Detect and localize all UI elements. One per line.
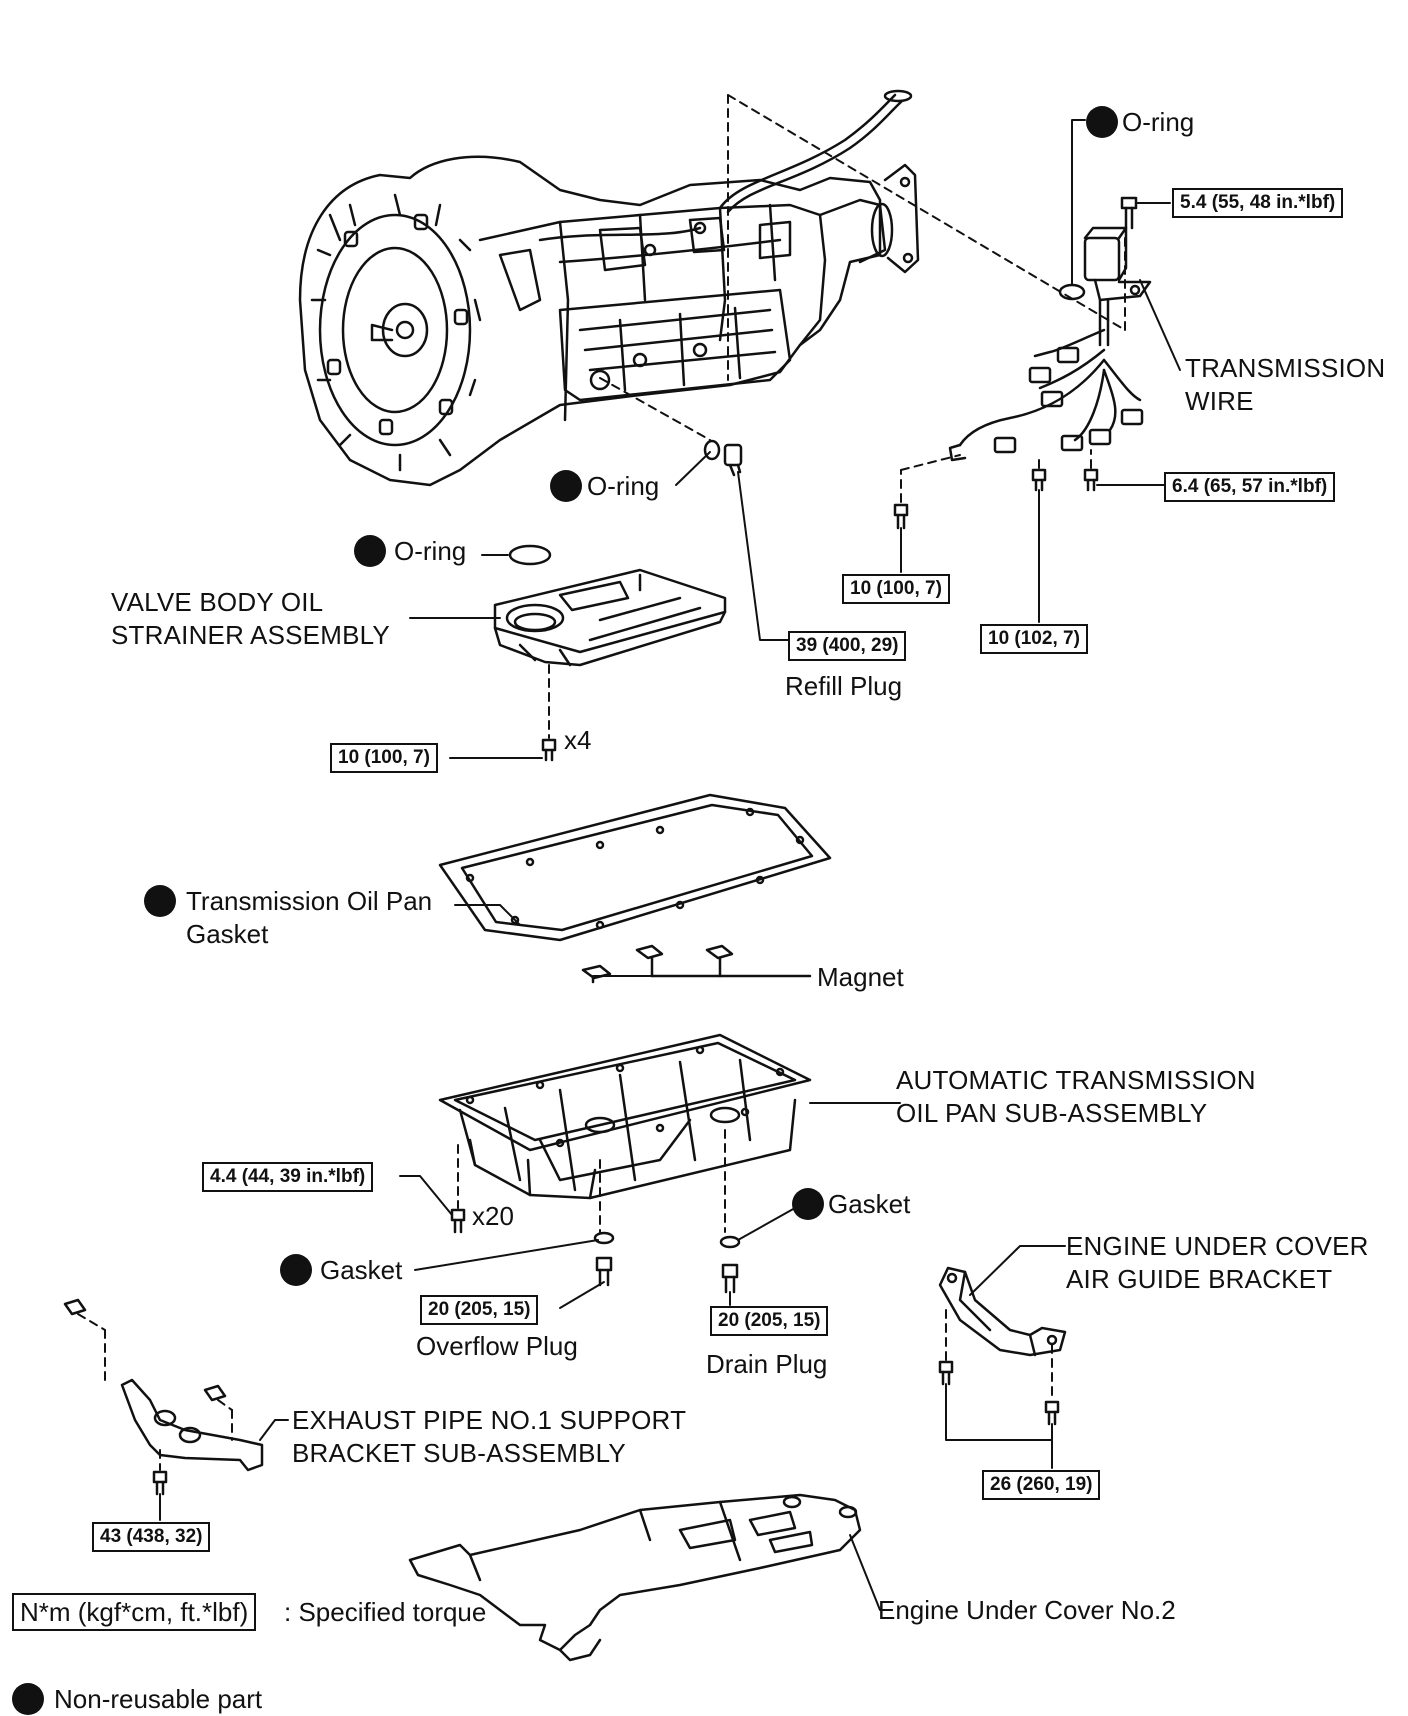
- torque-refill: 39 (400, 29): [788, 631, 907, 661]
- label-overflow-plug: Overflow Plug: [416, 1331, 578, 1361]
- label-oil-pan-2: OIL PAN SUB-ASSEMBLY: [896, 1098, 1208, 1128]
- oil-strainer-drawing: [493, 568, 727, 667]
- exhaust-bracket-drawing: [63, 1298, 264, 1496]
- legend-torque-box: N*m (kgf*cm, ft.*lbf): [12, 1593, 257, 1631]
- oil-pan-fasteners: [450, 1129, 741, 1294]
- legend-torque-text: : Specified torque: [284, 1597, 487, 1627]
- transmission-assembly-drawing: [298, 89, 920, 487]
- torque-exhaust: 43 (438, 32): [92, 1522, 211, 1552]
- label-valve-body-1: VALVE BODY OIL: [111, 587, 324, 617]
- label-oring-strainer: O-ring: [394, 536, 467, 566]
- oil-pan-gasket-drawing: [438, 793, 832, 942]
- legend-nonreusable-mark: [12, 1683, 44, 1715]
- label-under-cover: Engine Under Cover No.2: [878, 1595, 1176, 1625]
- nonreusable-mark-oring-refill: [550, 470, 582, 502]
- torque-pan: 4.4 (44, 39 in.*lbf): [202, 1162, 374, 1192]
- torque-wire-right: 6.4 (65, 57 in.*lbf): [1164, 472, 1336, 502]
- oring-wire-part: [1058, 283, 1086, 301]
- label-valve-body-2: STRAINER ASSEMBLY: [111, 620, 390, 650]
- label-oring-refill: O-ring: [587, 471, 660, 501]
- label-oring-top: O-ring: [1122, 107, 1195, 137]
- torque-strainer: 10 (100, 7): [330, 743, 438, 773]
- engine-under-cover-drawing: [408, 1493, 862, 1662]
- legend-nonreusable-text: Non-reusable part: [54, 1684, 263, 1714]
- torque-wire-top: 5.4 (55, 48 in.*lbf): [1172, 188, 1344, 218]
- label-refill-plug: Refill Plug: [785, 671, 903, 701]
- air-guide-bracket-drawing: [938, 1266, 1067, 1426]
- transmission-wire-drawing: [893, 196, 1152, 530]
- label-transmission-wire-1: TRANSMISSION: [1185, 353, 1386, 383]
- oil-pan-drawing: [438, 1033, 812, 1200]
- label-pan-gasket-2: Gasket: [186, 919, 269, 949]
- label-x20: x20: [472, 1201, 514, 1231]
- assembly-guide-lines: [599, 94, 1126, 441]
- label-air-guide-2: AIR GUIDE BRACKET: [1066, 1264, 1333, 1294]
- label-gasket-drain: Gasket: [828, 1189, 911, 1219]
- nonreusable-mark-oring-strainer: [354, 535, 386, 567]
- nonreusable-mark-pan-gasket: [144, 885, 176, 917]
- label-gasket-overflow: Gasket: [320, 1255, 403, 1285]
- wire-guide-lines: [900, 234, 1126, 503]
- torque-wire-mid: 10 (102, 7): [980, 624, 1088, 654]
- label-magnet: Magnet: [817, 962, 904, 992]
- nonreusable-mark-oring-top: [1086, 106, 1118, 138]
- torque-wire-left: 10 (100, 7): [842, 574, 950, 604]
- refill-plug-drawing: [703, 439, 743, 477]
- nonreusable-mark-gasket-drain: [792, 1188, 824, 1220]
- label-air-guide-1: ENGINE UNDER COVER: [1066, 1231, 1369, 1261]
- label-transmission-wire-2: WIRE: [1185, 386, 1254, 416]
- label-exhaust-1: EXHAUST PIPE NO.1 SUPPORT: [292, 1405, 687, 1435]
- torque-drain: 20 (205, 15): [710, 1306, 829, 1336]
- torque-air-guide: 26 (260, 19): [982, 1470, 1101, 1500]
- oring-strainer-part: [508, 544, 552, 566]
- label-pan-gasket-1: Transmission Oil Pan: [186, 886, 433, 916]
- label-drain-plug: Drain Plug: [706, 1349, 828, 1379]
- label-exhaust-2: BRACKET SUB-ASSEMBLY: [292, 1438, 626, 1468]
- leader-lines: [159, 119, 1181, 1611]
- strainer-bolt: [541, 664, 557, 762]
- label-oil-pan-1: AUTOMATIC TRANSMISSION: [896, 1065, 1256, 1095]
- torque-overflow: 20 (205, 15): [420, 1295, 539, 1325]
- nonreusable-mark-gasket-overflow: [280, 1254, 312, 1286]
- label-x4: x4: [564, 725, 592, 755]
